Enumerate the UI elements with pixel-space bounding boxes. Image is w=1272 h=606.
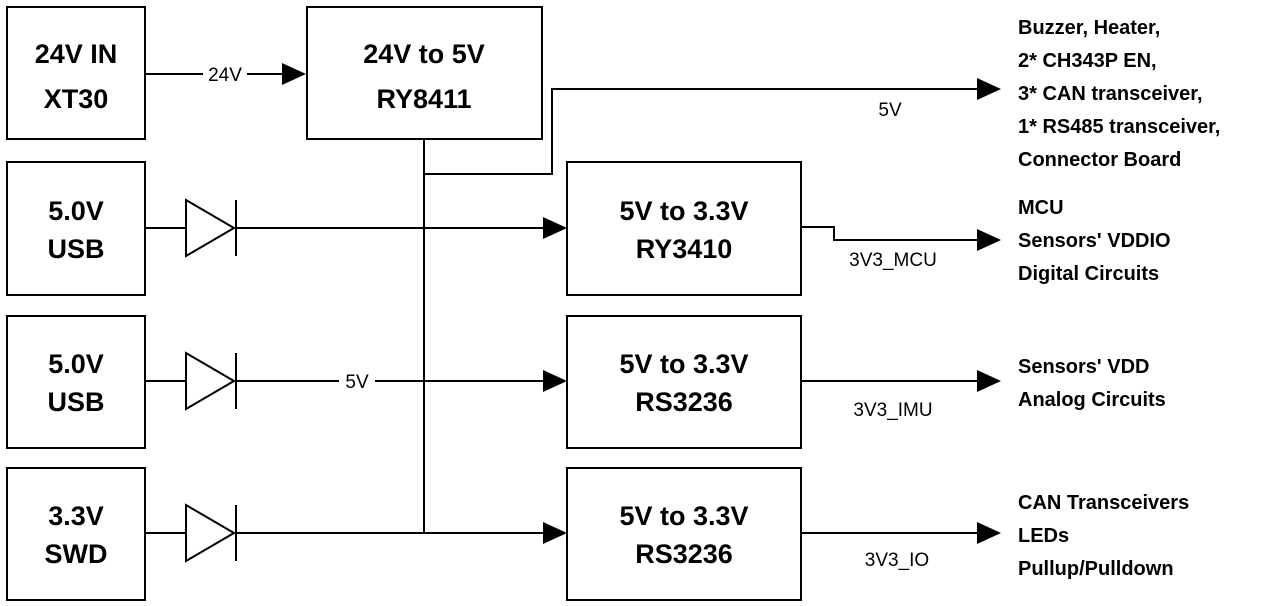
block-usb2-box: [6, 315, 146, 449]
block-ldo-mcu-line1: 5V to 3.3V: [619, 196, 748, 226]
block-ldo-mcu: 5V to 3.3V RY3410: [566, 161, 802, 296]
arrowhead-ldo-imu-in: [543, 370, 567, 392]
diode-usb1: [185, 198, 237, 258]
load-io-line-1: CAN Transceivers: [1018, 492, 1189, 514]
net-label-5v-bus-bg: [339, 369, 375, 393]
load-mcu-line-2: Sensors' VDDIO: [1018, 230, 1171, 252]
net-label-5v-bus: 5V: [345, 372, 369, 393]
block-ldo-mcu-box: [566, 161, 802, 296]
diode-usb1-triangle: [185, 198, 236, 258]
net-label-3v3-io: 3V3_IO: [865, 550, 929, 571]
load-io-line-2: LEDs: [1018, 525, 1069, 547]
load-5v-line-4: 1* RS485 transceiver,: [1018, 116, 1220, 138]
block-usb2: 5.0V USB: [6, 315, 146, 449]
block-ldo-io-line1: 5V to 3.3V: [619, 501, 748, 531]
diode-swd: [185, 503, 237, 563]
load-mcu-line-1: MCU: [1018, 197, 1064, 219]
block-usb2-line1: 5.0V: [48, 349, 104, 379]
arrowhead-3v3-io: [977, 522, 1001, 544]
wire-5v-loads: [424, 88, 985, 175]
block-ldo-io-box: [566, 467, 802, 601]
load-imu-line-1: Sensors' VDD: [1018, 356, 1149, 378]
net-label-24v-bg: [203, 62, 247, 86]
net-label-3v3-imu: 3V3_IMU: [853, 400, 932, 421]
loads-5v: Buzzer, Heater, 2* CH343P EN, 3* CAN tra…: [1018, 17, 1220, 171]
block-ldo-imu-line2: RS3236: [635, 387, 733, 417]
block-usb1-line1: 5.0V: [48, 196, 104, 226]
load-5v-line-3: 3* CAN transceiver,: [1018, 83, 1203, 105]
block-ldo-mcu-line2: RY3410: [636, 234, 733, 264]
load-mcu-line-3: Digital Circuits: [1018, 263, 1159, 285]
block-ldo-io: 5V to 3.3V RS3236: [566, 467, 802, 601]
block-buck-24v-5v: 24V to 5V RY8411: [306, 6, 543, 140]
diode-usb2: [185, 351, 237, 411]
block-24v-in-line2: XT30: [44, 84, 109, 114]
wires: [145, 73, 985, 534]
block-swd: 3.3V SWD: [6, 467, 146, 601]
loads-3v3-imu: Sensors' VDD Analog Circuits: [1018, 356, 1166, 411]
block-swd-line2: SWD: [45, 539, 108, 569]
arrowhead-3v3-imu: [977, 370, 1001, 392]
net-label-3v3-mcu: 3V3_MCU: [849, 250, 937, 271]
block-buck-line2: RY8411: [376, 84, 471, 114]
block-usb1-line2: USB: [47, 234, 104, 264]
block-24v-in-line1: 24V IN: [35, 39, 118, 69]
arrowhead-ldo-mcu-in: [543, 217, 567, 239]
loads-3v3-mcu: MCU Sensors' VDDIO Digital Circuits: [1018, 197, 1171, 285]
block-ldo-io-line2: RS3236: [635, 539, 733, 569]
arrowhead-3v3-mcu: [977, 229, 1001, 251]
block-buck-box: [306, 6, 543, 140]
load-io-line-3: Pullup/Pulldown: [1018, 558, 1174, 580]
block-ldo-imu: 5V to 3.3V RS3236: [566, 315, 802, 449]
load-5v-line-5: Connector Board: [1018, 149, 1181, 171]
block-swd-line1: 3.3V: [48, 501, 104, 531]
arrowhead-24v: [282, 63, 306, 85]
load-5v-line-1: Buzzer, Heater,: [1018, 17, 1160, 39]
net-label-5v-top: 5V: [878, 100, 902, 121]
wire-3v3-mcu: [801, 226, 985, 241]
net-label-24v: 24V: [208, 65, 242, 86]
load-imu-line-2: Analog Circuits: [1018, 389, 1166, 411]
arrowheads: [282, 63, 1001, 544]
block-usb1-box: [6, 161, 146, 296]
loads-3v3-io: CAN Transceivers LEDs Pullup/Pulldown: [1018, 492, 1189, 580]
block-24v-in-box: [6, 6, 146, 140]
diode-swd-triangle: [185, 503, 236, 563]
block-usb2-line2: USB: [47, 387, 104, 417]
arrowhead-ldo-io-in: [543, 522, 567, 544]
block-buck-line1: 24V to 5V: [363, 39, 485, 69]
block-swd-box: [6, 467, 146, 601]
block-ldo-imu-line1: 5V to 3.3V: [619, 349, 748, 379]
block-ldo-imu-box: [566, 315, 802, 449]
arrowhead-5v-loads: [977, 78, 1001, 100]
diode-usb2-triangle: [185, 351, 236, 411]
load-5v-line-2: 2* CH343P EN,: [1018, 50, 1157, 72]
block-24v-in: 24V IN XT30: [6, 6, 146, 140]
block-usb1: 5.0V USB: [6, 161, 146, 296]
